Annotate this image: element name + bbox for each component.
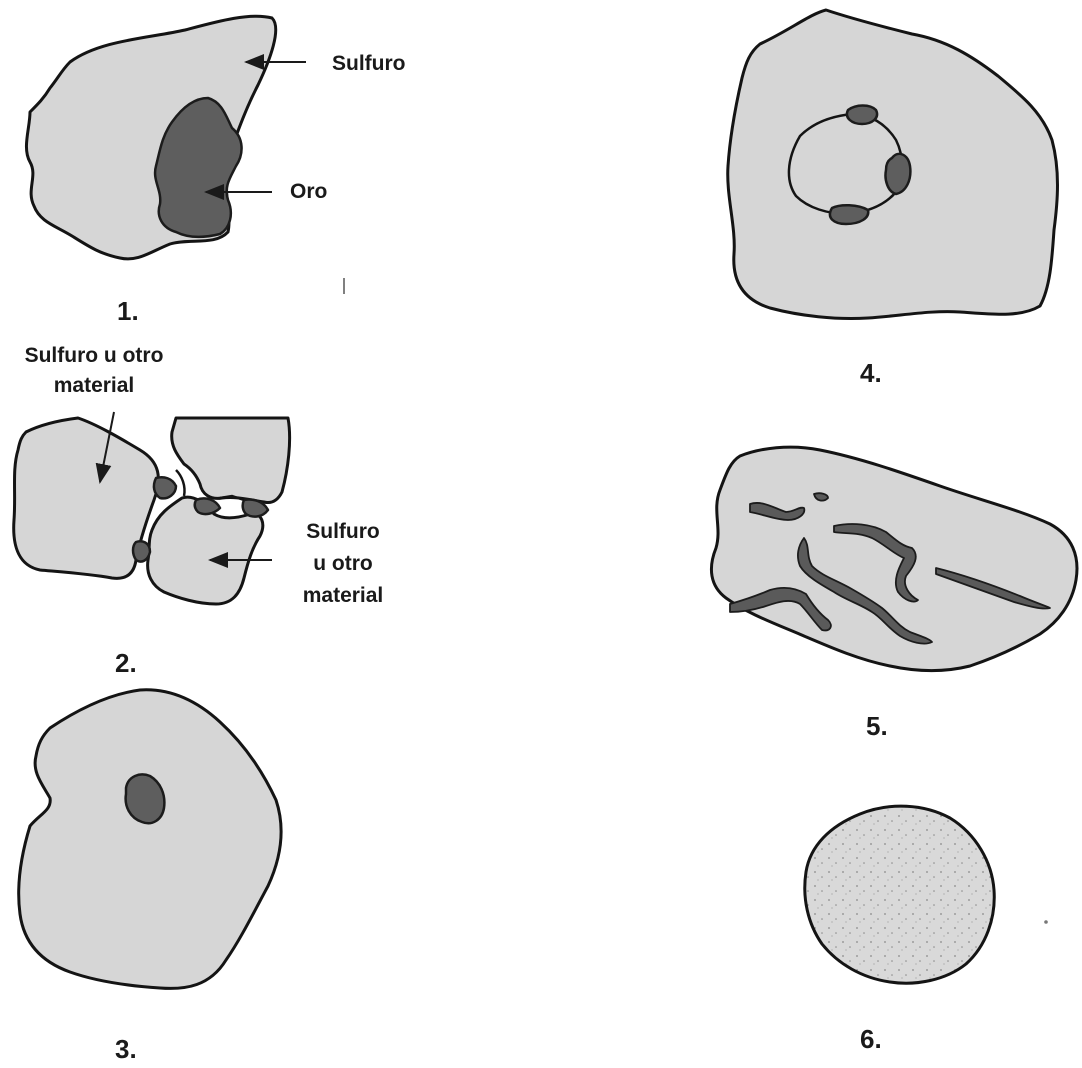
panel-4-gold-rim-particle [830, 205, 868, 224]
panel-2-label-top-line-1: Sulfuro u otro [25, 344, 164, 367]
panel-2: Sulfuro u otro material Sulfuro u otro m… [14, 344, 384, 678]
panel-6: 6. [805, 806, 1048, 1054]
panel-1: Sulfuro Oro 1. [26, 16, 405, 326]
panel-5-gold-veinlet [814, 493, 828, 500]
panel-2-number: 2. [115, 648, 137, 678]
panel-3-number: 3. [115, 1034, 137, 1064]
panel-2-fracture-cement [133, 541, 150, 561]
panel-4-gold-rim-particle [885, 154, 910, 194]
panel-2-label-top-line-2: material [54, 374, 135, 397]
panel-4: 4. [728, 10, 1058, 388]
panel-2-fracture-cement [154, 477, 176, 498]
panel-5: 5. [711, 447, 1077, 741]
panel-5-number: 5. [866, 711, 888, 741]
panel-3: 3. [19, 690, 281, 1064]
panel-4-number: 4. [860, 358, 882, 388]
panel-6-sulfide-grain-disseminated-gold [805, 806, 994, 983]
panel-1-sulfide-label: Sulfuro [332, 52, 406, 75]
panel-2-upper-fragment [172, 418, 290, 503]
stray-dot [1044, 920, 1048, 924]
panel-1-gold-label: Oro [290, 180, 327, 203]
panel-4-gold-rim-particle [847, 106, 877, 125]
panel-5-sulfide-grain [711, 447, 1077, 670]
panel-3-sulfide-grain [19, 690, 281, 989]
panel-2-label-right-line-1: Sulfuro [306, 520, 380, 543]
panel-2-fracture-cement [195, 498, 220, 514]
panel-2-label-right-line-3: material [303, 584, 384, 607]
panel-2-label-right-line-2: u otro [313, 552, 372, 575]
panel-6-number: 6. [860, 1024, 882, 1054]
panel-2-open-fracture [176, 470, 185, 496]
panel-1-number: 1. [117, 296, 139, 326]
